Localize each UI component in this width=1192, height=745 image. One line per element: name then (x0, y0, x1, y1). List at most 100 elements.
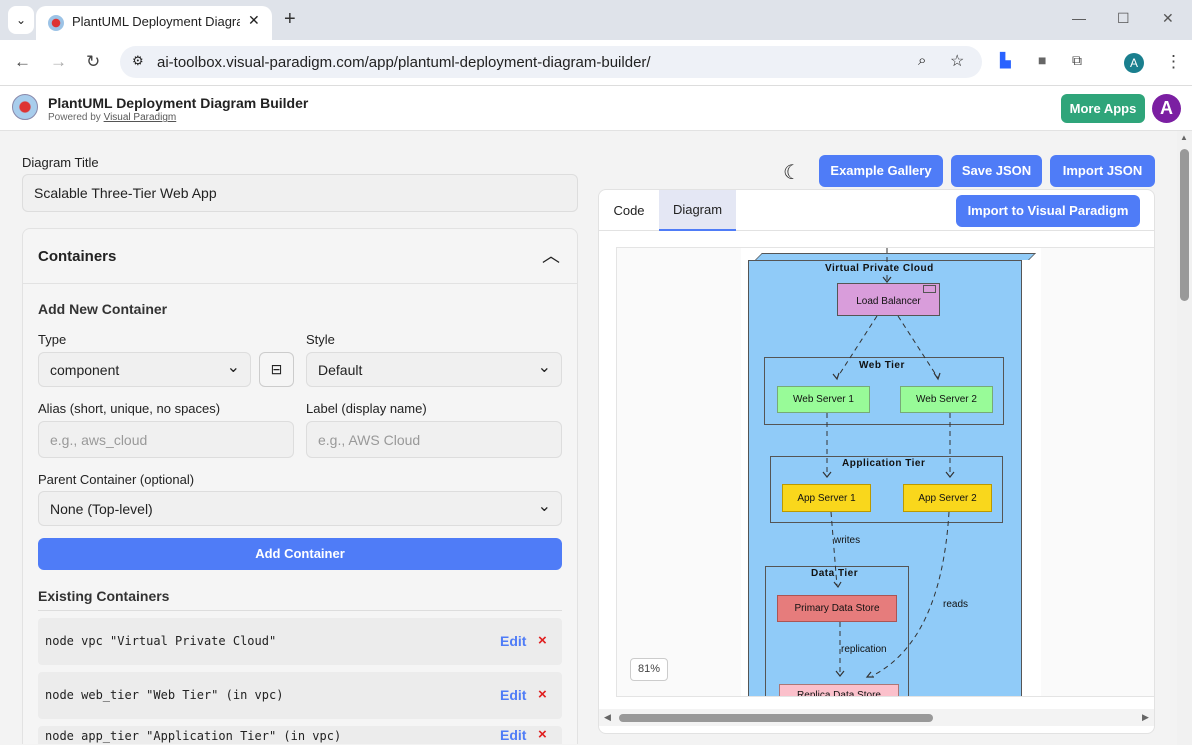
horizontal-scrollbar[interactable]: ◀ ▶ (599, 709, 1154, 726)
app-server-2-node: App Server 2 (903, 484, 992, 512)
edge-label-reads: reads (943, 599, 969, 610)
tab-title: PlantUML Deployment Diagram Builder (72, 14, 240, 29)
type-label: Type (38, 332, 67, 347)
parent-label: Parent Container (optional) (38, 472, 195, 487)
tab-bar (599, 190, 1154, 231)
tab-code[interactable]: Code (613, 203, 645, 218)
visual-paradigm-link[interactable]: Visual Paradigm (103, 112, 177, 123)
application-tier-label: Application Tier (842, 458, 926, 469)
scroll-up-icon[interactable]: ▲ (1180, 133, 1188, 142)
primary-data-store-node: Primary Data Store (777, 595, 897, 622)
add-container-button[interactable]: Add Container (38, 538, 562, 570)
containers-header[interactable]: Containers ︿ (23, 229, 577, 284)
zoom-icon[interactable]: ⌕ (918, 52, 927, 69)
alias-placeholder: e.g., aws_cloud (50, 431, 148, 448)
extension-icon-2[interactable]: ■ (1038, 52, 1047, 68)
edit-button[interactable]: Edit (500, 727, 527, 743)
address-bar[interactable]: ⚙ ai-toolbox.visual-paradigm.com/app/pla… (120, 46, 982, 78)
back-icon[interactable]: ← (14, 52, 31, 71)
forward-icon[interactable]: → (50, 52, 67, 71)
scroll-right-icon[interactable]: ▶ (1142, 712, 1149, 722)
arrowhead (933, 372, 941, 381)
arrowhead (882, 276, 892, 283)
app-server-1-node: App Server 1 (782, 484, 871, 512)
delete-icon[interactable]: × (538, 686, 547, 703)
containers-heading: Containers (38, 248, 117, 265)
maximize-icon[interactable]: ☐ (1117, 10, 1130, 26)
tab-search-dropdown[interactable]: ⌄ (8, 6, 34, 34)
component-icon-button[interactable]: ⊟ (259, 352, 294, 387)
add-new-heading: Add New Container (38, 301, 168, 317)
minimize-icon[interactable]: — (1072, 10, 1086, 26)
chevron-up-icon[interactable]: ︿ (542, 246, 560, 266)
example-gallery-button[interactable]: Example Gallery (819, 155, 943, 187)
delete-icon[interactable]: × (538, 726, 547, 743)
delete-icon[interactable]: × (538, 632, 547, 649)
edge-app1-primary (830, 511, 838, 587)
existing-heading: Existing Containers (38, 588, 170, 604)
diagram-edges (822, 248, 955, 678)
web-tier-label: Web Tier (859, 360, 905, 371)
diagram-title-input[interactable]: Scalable Three-Tier Web App (22, 174, 578, 212)
save-json-button[interactable]: Save JSON (951, 155, 1042, 187)
browser-tab-bar: ⌄ PlantUML Deployment Diagram Builder ✕ … (0, 0, 1192, 40)
zoom-level-badge: 81% (630, 658, 668, 681)
edge-label-writes: writes (834, 535, 861, 546)
load-balancer-component: Load Balancer (837, 283, 940, 316)
scrollbar-thumb[interactable] (619, 714, 933, 722)
close-tab-icon[interactable]: ✕ (248, 12, 260, 28)
visual-paradigm-logo (12, 94, 38, 120)
user-avatar[interactable]: A (1152, 94, 1181, 123)
menu-kebab-icon[interactable]: ⋮ (1165, 52, 1182, 71)
style-select[interactable]: Default (306, 352, 562, 387)
profile-avatar[interactable]: A (1124, 53, 1144, 73)
container-row: node vpc "Virtual Private Cloud" Edit × (38, 618, 562, 665)
display-label-input[interactable]: e.g., AWS Cloud (306, 421, 562, 458)
data-tier-node (765, 566, 909, 696)
parent-value: None (Top-level) (50, 500, 153, 517)
edit-button[interactable]: Edit (500, 633, 527, 649)
load-balancer-label: Load Balancer (856, 296, 921, 307)
display-label-placeholder: e.g., AWS Cloud (318, 431, 421, 448)
containers-section: Containers ︿ Add New Container Type comp… (22, 228, 578, 744)
new-tab-button[interactable]: + (284, 8, 296, 30)
reload-icon[interactable]: ↻ (86, 52, 101, 71)
container-code: node vpc "Virtual Private Cloud" (45, 634, 277, 648)
arrowhead (832, 372, 840, 381)
more-apps-button[interactable]: More Apps (1061, 94, 1145, 123)
alias-input[interactable]: e.g., aws_cloud (38, 421, 294, 458)
app-header: PlantUML Deployment Diagram Builder Powe… (0, 86, 1192, 131)
type-value: component (50, 361, 120, 378)
powered-by: Powered by Visual Paradigm (48, 112, 176, 123)
web-server-2-node: Web Server 2 (900, 386, 993, 413)
site-info-icon[interactable]: ⚙ (132, 53, 144, 68)
browser-toolbar: ← → ↻ ⚙ ai-toolbox.visual-paradigm.com/a… (0, 40, 1192, 86)
parent-select[interactable]: None (Top-level) (38, 491, 562, 526)
edit-button[interactable]: Edit (500, 687, 527, 703)
diagram-title-label: Diagram Title (22, 155, 99, 170)
import-json-button[interactable]: Import JSON (1050, 155, 1155, 187)
dark-mode-moon-icon[interactable]: ☾ (783, 162, 801, 184)
page-scrollbar[interactable]: ▲ (1177, 131, 1192, 745)
edge-label-replication: replication (841, 644, 887, 655)
powered-prefix: Powered by (48, 112, 104, 123)
bookmark-star-icon[interactable]: ☆ (950, 53, 965, 70)
import-to-visual-paradigm-button[interactable]: Import to Visual Paradigm (956, 195, 1140, 227)
extension-icon[interactable]: ▙ (1000, 52, 1011, 68)
page-scrollbar-thumb[interactable] (1180, 149, 1189, 301)
url-text: ai-toolbox.visual-paradigm.com/app/plant… (157, 54, 651, 71)
arrowhead (945, 471, 955, 478)
container-row: node app_tier "Application Tier" (in vpc… (38, 726, 562, 744)
container-row: node web_tier "Web Tier" (in vpc) Edit × (38, 672, 562, 719)
extensions-puzzle-icon[interactable]: ⧉ (1072, 52, 1082, 68)
edge-app2-replica (871, 511, 950, 677)
web-server-1-node: Web Server 1 (777, 386, 870, 413)
tab-diagram[interactable]: Diagram (659, 190, 736, 231)
arrowhead (865, 671, 874, 678)
type-select[interactable]: component (38, 352, 251, 387)
browser-tab[interactable]: PlantUML Deployment Diagram Builder ✕ (36, 6, 272, 40)
close-window-icon[interactable]: ✕ (1162, 10, 1174, 26)
replica-data-store-node: Replica Data Store (779, 684, 899, 696)
scroll-left-icon[interactable]: ◀ (604, 712, 611, 722)
diagram-canvas[interactable]: Virtual Private Cloud Load Balancer Web … (616, 247, 1154, 697)
